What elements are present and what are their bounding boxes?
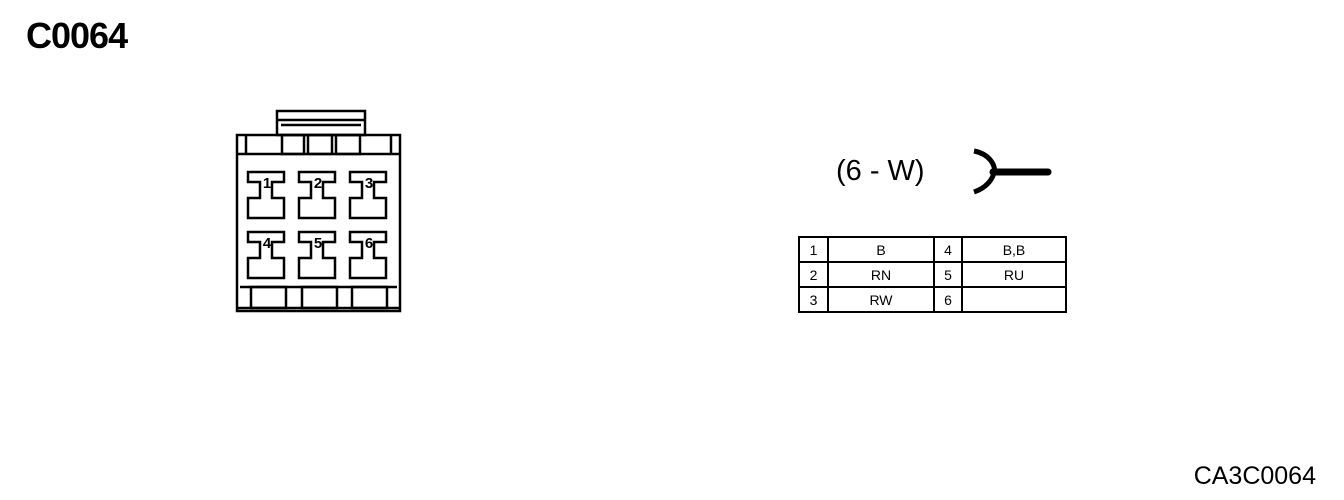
table-row: 2 RN 5 RU xyxy=(798,261,1067,288)
pin-number: 2 xyxy=(798,261,829,288)
pin-cavity xyxy=(297,230,337,280)
wire-color: B,B xyxy=(961,236,1067,263)
pin-cavity xyxy=(246,170,286,220)
pin-number-label: 5 xyxy=(314,235,322,252)
wire-color: RW xyxy=(827,286,935,313)
pin-cavity xyxy=(348,230,388,280)
reference-code: CA3C0064 xyxy=(1193,462,1316,490)
pin-number-label: 1 xyxy=(263,175,271,192)
wire-color: RN xyxy=(827,261,935,288)
pin-wire-table: 1 B 4 B,B 2 RN 5 RU 3 RW 6 xyxy=(798,236,1067,313)
connector-title: C0064 xyxy=(26,15,128,56)
pin-number-label: 4 xyxy=(263,235,272,252)
pin-number: 6 xyxy=(933,286,963,313)
pin-number-label: 6 xyxy=(365,235,373,252)
wire-color: RU xyxy=(961,261,1067,288)
pin-cavity xyxy=(246,230,286,280)
connector-body xyxy=(235,133,402,313)
connector-face-drawing: 1 2 3 4 5 6 xyxy=(235,109,402,313)
wire-color: B xyxy=(827,236,935,263)
connector-latch xyxy=(275,109,367,137)
pin-number-label: 2 xyxy=(314,175,322,192)
pin-number: 1 xyxy=(798,236,829,263)
pin-cavity xyxy=(348,170,388,220)
connector-spec: (6 - W) xyxy=(836,155,925,187)
pin-number: 4 xyxy=(933,236,963,263)
pin-number: 3 xyxy=(798,286,829,313)
female-terminal-icon xyxy=(973,148,1052,195)
pin-number: 5 xyxy=(933,261,963,288)
pin-number-label: 3 xyxy=(365,175,373,192)
table-row: 3 RW 6 xyxy=(798,286,1067,313)
wire-color xyxy=(961,286,1067,313)
pin-cavity xyxy=(297,170,337,220)
table-row: 1 B 4 B,B xyxy=(798,236,1067,263)
